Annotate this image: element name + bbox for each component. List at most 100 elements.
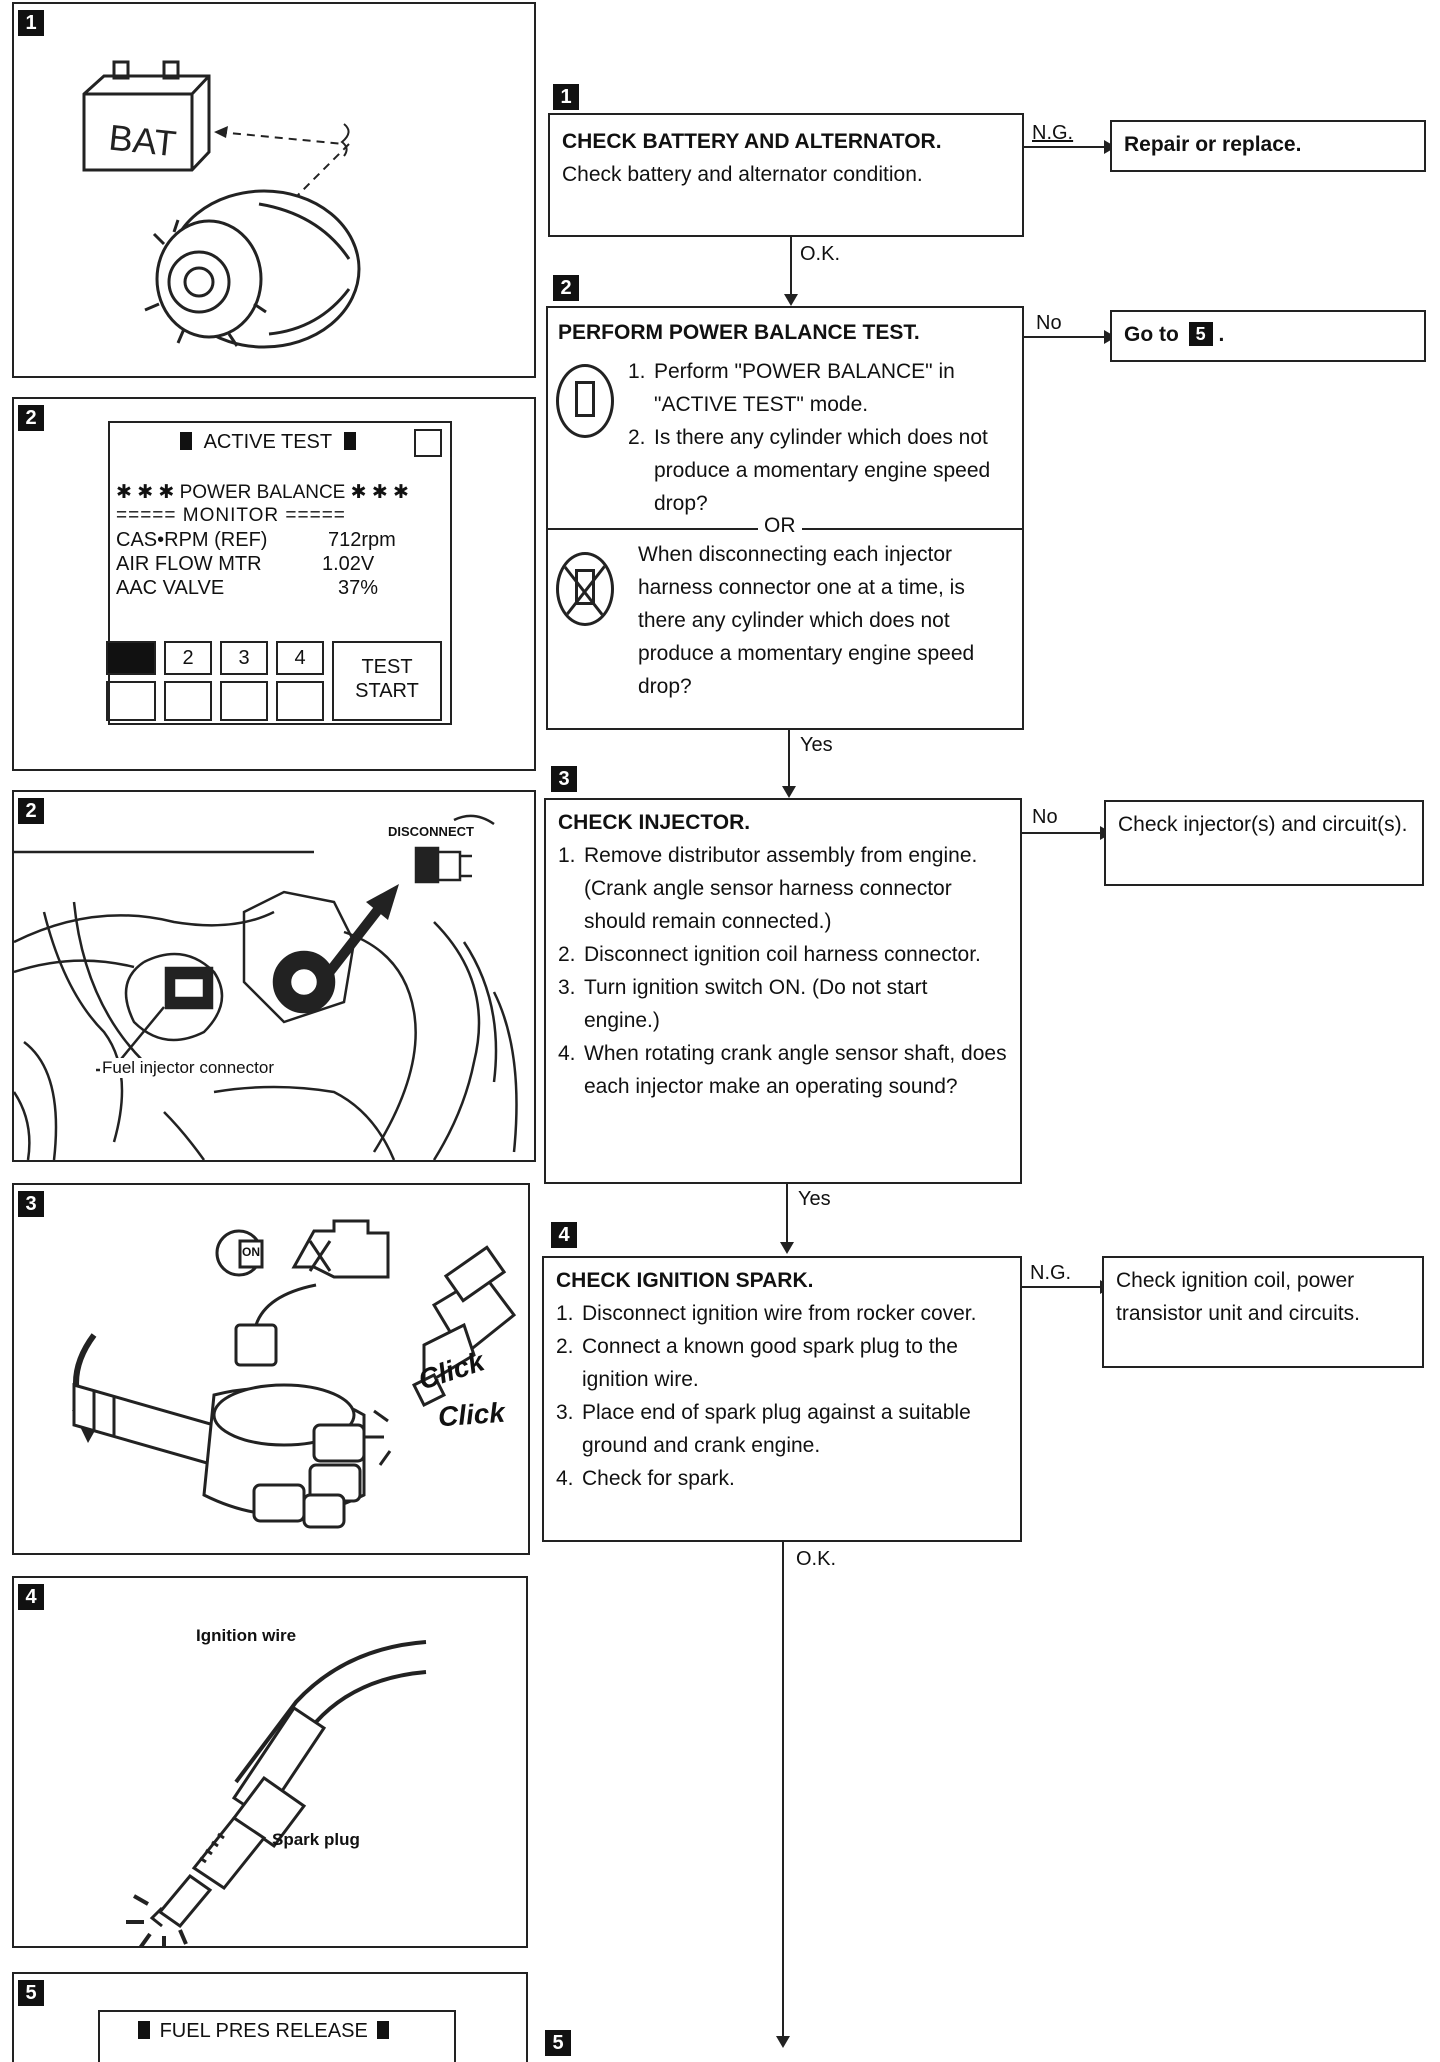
spark-plug-illustration xyxy=(126,1640,427,1946)
step-4-ng-line xyxy=(1022,1286,1104,1288)
step-1-ng-result-text: Repair or replace. xyxy=(1124,133,1302,156)
step-3-item: 1.Remove distributor assembly from engin… xyxy=(558,844,978,933)
step-3-yes-line xyxy=(786,1184,788,1244)
disconnect-label: DISCONNECT xyxy=(388,824,474,839)
step-4-list: 1.Disconnect ignition wire from rocker c… xyxy=(556,1297,1008,1495)
step-2-item: 1.Perform "POWER BALANCE" in "ACTIVE TES… xyxy=(628,360,955,416)
step-3-no-result-text: Check injector(s) and circuit(s). xyxy=(1118,813,1408,836)
step-5-badge: 5 xyxy=(545,2030,571,2056)
screen-mode-box xyxy=(414,429,442,457)
no-consult-icon xyxy=(556,552,614,626)
screen-row-cas: CAS•RPM (REF) 712rpm xyxy=(116,529,436,552)
step-2-no-result-badge[interactable]: 5 xyxy=(1188,322,1213,346)
figure-4-badge: 4 xyxy=(18,1584,44,1610)
test-start-line1: TEST xyxy=(361,656,413,678)
step-3-no-label: No xyxy=(1032,806,1058,828)
engine-illustration xyxy=(14,814,518,1160)
figure-5-badge: 5 xyxy=(18,1980,44,2006)
cylinder-1-button-selected[interactable] xyxy=(106,641,156,675)
step-1-ng-result: Repair or replace. xyxy=(1110,120,1426,172)
step-4-ok-line xyxy=(782,1542,784,2038)
step-3-yes-arrow xyxy=(780,1242,794,1254)
step-3-box: CHECK INJECTOR. 1.Remove distributor ass… xyxy=(544,798,1022,1184)
figure-2-active-test-screen: 2 ACTIVE TEST ✱ ✱ ✱ POWER BALANCE ✱ ✱ ✱ … xyxy=(12,397,536,771)
blank-key-4[interactable] xyxy=(276,681,324,721)
step-4-title: CHECK IGNITION SPARK. xyxy=(556,1269,814,1292)
step-1-ok-label: O.K. xyxy=(800,243,841,265)
battery-icon xyxy=(82,60,211,172)
cylinder-2-button[interactable]: 2 xyxy=(164,641,212,675)
figure-2-injector-connector: 2 DISCONNECT xyxy=(12,790,536,1162)
screen-mode-title: ✱ ✱ ✱ POWER BALANCE ✱ ✱ ✱ xyxy=(116,482,409,503)
step-1-box: CHECK BATTERY AND ALTERNATOR. Check batt… xyxy=(548,113,1024,237)
step-4-item: 2.Connect a known good spark plug to the… xyxy=(556,1335,958,1391)
step-2-yes-label: Yes xyxy=(800,734,833,756)
step-4-item: 3.Place end of spark plug against a suit… xyxy=(556,1401,971,1457)
step-1-badge: 1 xyxy=(553,84,579,110)
figure-3-badge: 3 xyxy=(18,1191,44,1217)
fuel-pres-screen: FUEL PRES RELEASE xyxy=(98,2010,456,2062)
step-1-text: Check battery and alternator condition. xyxy=(562,163,923,186)
step-2-yes-line xyxy=(788,730,790,788)
screen-row-name: AAC VALVE xyxy=(116,577,225,599)
step-2-no-result-prefix: Go to xyxy=(1124,323,1179,346)
consult-icon xyxy=(556,364,614,438)
blank-key-3[interactable] xyxy=(220,681,268,721)
test-start-button[interactable]: TEST START xyxy=(332,641,442,721)
step-4-item: 1.Disconnect ignition wire from rocker c… xyxy=(556,1302,977,1325)
ignition-on-label: ON xyxy=(242,1245,260,1259)
alternator-icon xyxy=(144,189,361,349)
screen-row-aac: AAC VALVE 37% xyxy=(116,577,436,600)
screen-header: ACTIVE TEST xyxy=(180,431,356,454)
blank-key-2[interactable] xyxy=(164,681,212,721)
step-4-ok-label: O.K. xyxy=(796,1548,837,1570)
step-4-ng-result-text: Check ignition coil, power transistor un… xyxy=(1116,1269,1360,1325)
figure-2-badge: 2 xyxy=(18,405,44,431)
step-3-badge: 3 xyxy=(551,766,577,792)
step-2-list: 1.Perform "POWER BALANCE" in "ACTIVE TES… xyxy=(628,355,1012,520)
step-2-yes-arrow xyxy=(782,786,796,798)
active-test-screen: ACTIVE TEST ✱ ✱ ✱ POWER BALANCE ✱ ✱ ✱ ==… xyxy=(108,421,452,725)
fuel-injector-connector-label: Fuel injector connector xyxy=(100,1058,276,1078)
step-3-item: 3.Turn ignition switch ON. (Do not start… xyxy=(558,976,928,1032)
ignition-wire-label: Ignition wire xyxy=(196,1626,297,1645)
battery-label: BAT xyxy=(107,116,178,164)
step-2-badge: 2 xyxy=(553,275,579,301)
step-2-title: PERFORM POWER BALANCE TEST. xyxy=(558,321,920,344)
test-start-line2: START xyxy=(355,680,419,702)
figure-2b-badge: 2 xyxy=(18,798,44,824)
step-1-ng-line xyxy=(1024,146,1108,148)
figure-4-spark-plug: 4 Ignition wire Spark plug xyxy=(12,1576,528,1948)
screen-row-name: CAS•RPM (REF) xyxy=(116,529,268,551)
step-3-list: 1.Remove distributor assembly from engin… xyxy=(558,839,1008,1103)
step-3-yes-label: Yes xyxy=(798,1188,831,1210)
step-2-no-result: Go to 5 . xyxy=(1110,310,1426,362)
step-2-no-result-suffix: . xyxy=(1218,323,1225,346)
step-4-ng-label: N.G. xyxy=(1030,1262,1072,1284)
figure-5-fuel-pres-release: 5 FUEL PRES RELEASE xyxy=(12,1972,528,2062)
figure-1-badge: 1 xyxy=(18,10,44,36)
step-2-or-label: OR xyxy=(758,511,802,541)
step-1-ok-line xyxy=(790,237,792,297)
screen-row-airflow: AIR FLOW MTR 1.02V xyxy=(116,553,436,576)
cylinder-3-button[interactable]: 3 xyxy=(220,641,268,675)
screen-monitor-line: ===== MONITOR ===== xyxy=(116,505,346,526)
step-2-box: PERFORM POWER BALANCE TEST. 1.Perform "P… xyxy=(546,306,1024,730)
step-4-item: 4.Check for spark. xyxy=(556,1467,735,1490)
cylinder-4-button[interactable]: 4 xyxy=(276,641,324,675)
step-2-alt-text: When disconnecting each injector harness… xyxy=(638,543,975,698)
step-2-item: 2.Is there any cylinder which does not p… xyxy=(628,426,991,515)
click-label-2: Click xyxy=(436,1396,506,1433)
spark-plug-label: Spark plug xyxy=(272,1830,360,1849)
step-4-box: CHECK IGNITION SPARK. 1.Disconnect ignit… xyxy=(542,1256,1022,1542)
screen-row-name: AIR FLOW MTR xyxy=(116,553,262,575)
step-2-no-label: No xyxy=(1036,312,1062,334)
step-1-title: CHECK BATTERY AND ALTERNATOR. xyxy=(562,130,942,153)
step-1-ok-arrow xyxy=(784,294,798,306)
step-3-title: CHECK INJECTOR. xyxy=(558,811,751,834)
screen-row-value: 37% xyxy=(338,577,379,599)
screen-row-value: 712rpm xyxy=(328,529,396,551)
step-4-ok-arrow xyxy=(776,2036,790,2048)
step-1-ng-label: N.G. xyxy=(1032,122,1074,144)
blank-key-1[interactable] xyxy=(106,681,156,721)
